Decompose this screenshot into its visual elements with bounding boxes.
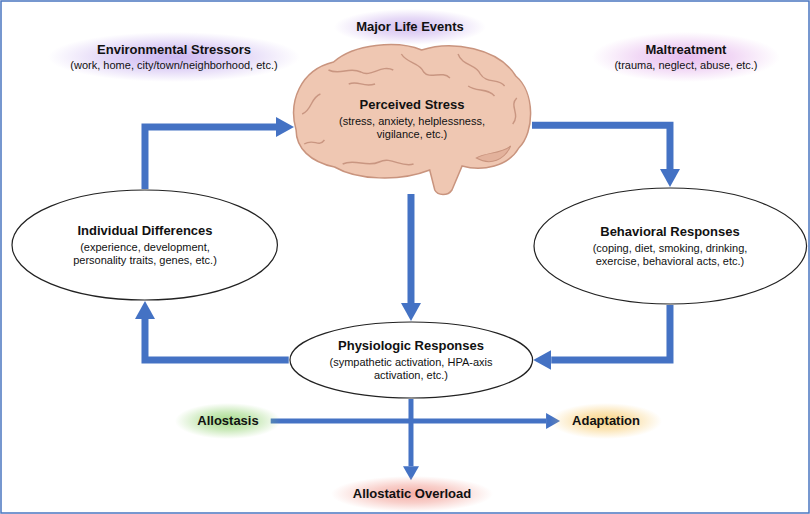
text-stack: Maltreatment(trauma, neglect, abuse, etc… (614, 42, 757, 73)
ellipse-shape (534, 188, 807, 304)
glow-label: Environmental Stressors(work, home, city… (48, 32, 299, 83)
text-stack: Allostatic Overload (353, 486, 471, 502)
cerebellum-shape (476, 146, 510, 162)
heading-text: Allostatic Overload (353, 486, 471, 502)
heading-text: Adaptation (572, 413, 640, 429)
brain-fold (302, 94, 320, 114)
heading-text: Major Life Events (356, 19, 464, 35)
brain-fold (401, 54, 450, 78)
brain-fold (513, 98, 517, 124)
glow-label: Major Life Events (334, 9, 486, 45)
process-ellipse: Behavioral Responses (coping, diet, smoki… (533, 187, 808, 305)
brain-fold (468, 86, 494, 96)
ellipse-shape (12, 190, 277, 300)
brain-illustration: Perceived Stress (stress, anxiety, helple… (288, 40, 536, 198)
heading-text: Allostasis (197, 413, 258, 429)
process-ellipse: Individual Differences (experience, devel… (11, 189, 278, 301)
brain-fold (343, 160, 414, 165)
brain-fold (349, 83, 375, 85)
heading-text: Perceived Stress (330, 97, 495, 113)
glow-label: Maltreatment(trauma, neglect, abuse, etc… (592, 32, 779, 83)
flow-arrow (407, 194, 414, 303)
text-stack: Allostasis (197, 413, 258, 429)
text-stack: Environmental Stressors(work, home, city… (70, 42, 277, 73)
flow-arrow (145, 127, 276, 189)
ellipse-shape (290, 322, 533, 398)
brain-fold (304, 140, 324, 144)
flow-arrow (145, 319, 289, 360)
heading-text: Maltreatment (614, 42, 757, 58)
brain-shape (294, 45, 531, 195)
flow-arrow (551, 305, 670, 360)
flow-arrow (271, 419, 546, 424)
detail-text: (work, home, city/town/neighborhood, etc… (70, 59, 277, 72)
heading-text: Behavioral Responses (576, 224, 764, 240)
process-ellipse: Physiologic Responses (sympathetic activa… (289, 321, 534, 399)
brain-fold (458, 54, 505, 86)
text-stack: Perceived Stress (stress, anxiety, helple… (330, 97, 495, 141)
flow-arrow (532, 125, 670, 169)
heading-text: Environmental Stressors (70, 42, 277, 58)
detail-text: (trauma, neglect, abuse, etc.) (614, 59, 757, 72)
glow-label: Adaptation (550, 403, 662, 439)
text-stack: Physiologic Responses (sympathetic activa… (327, 338, 494, 382)
text-stack: Individual Differences (experience, devel… (53, 223, 236, 267)
heading-text: Individual Differences (53, 223, 236, 239)
detail-text: (sympathetic activation, HPA-axis activa… (327, 356, 494, 382)
detail-text: (coping, diet, smoking, drinking, exerci… (576, 242, 764, 268)
text-stack: Major Life Events (356, 19, 464, 35)
glow-label: Allostasis (175, 403, 280, 439)
glow-label: Allostatic Overload (331, 476, 493, 512)
text-stack: Adaptation (572, 413, 640, 429)
flow-arrow (408, 399, 413, 466)
detail-text: (stress, anxiety, helplessness, vigilanc… (330, 115, 495, 141)
brain-fold (328, 68, 393, 73)
text-stack: Behavioral Responses (coping, diet, smoki… (576, 224, 764, 268)
detail-text: (experience, development, personality tr… (53, 241, 236, 267)
heading-text: Physiologic Responses (327, 338, 494, 354)
